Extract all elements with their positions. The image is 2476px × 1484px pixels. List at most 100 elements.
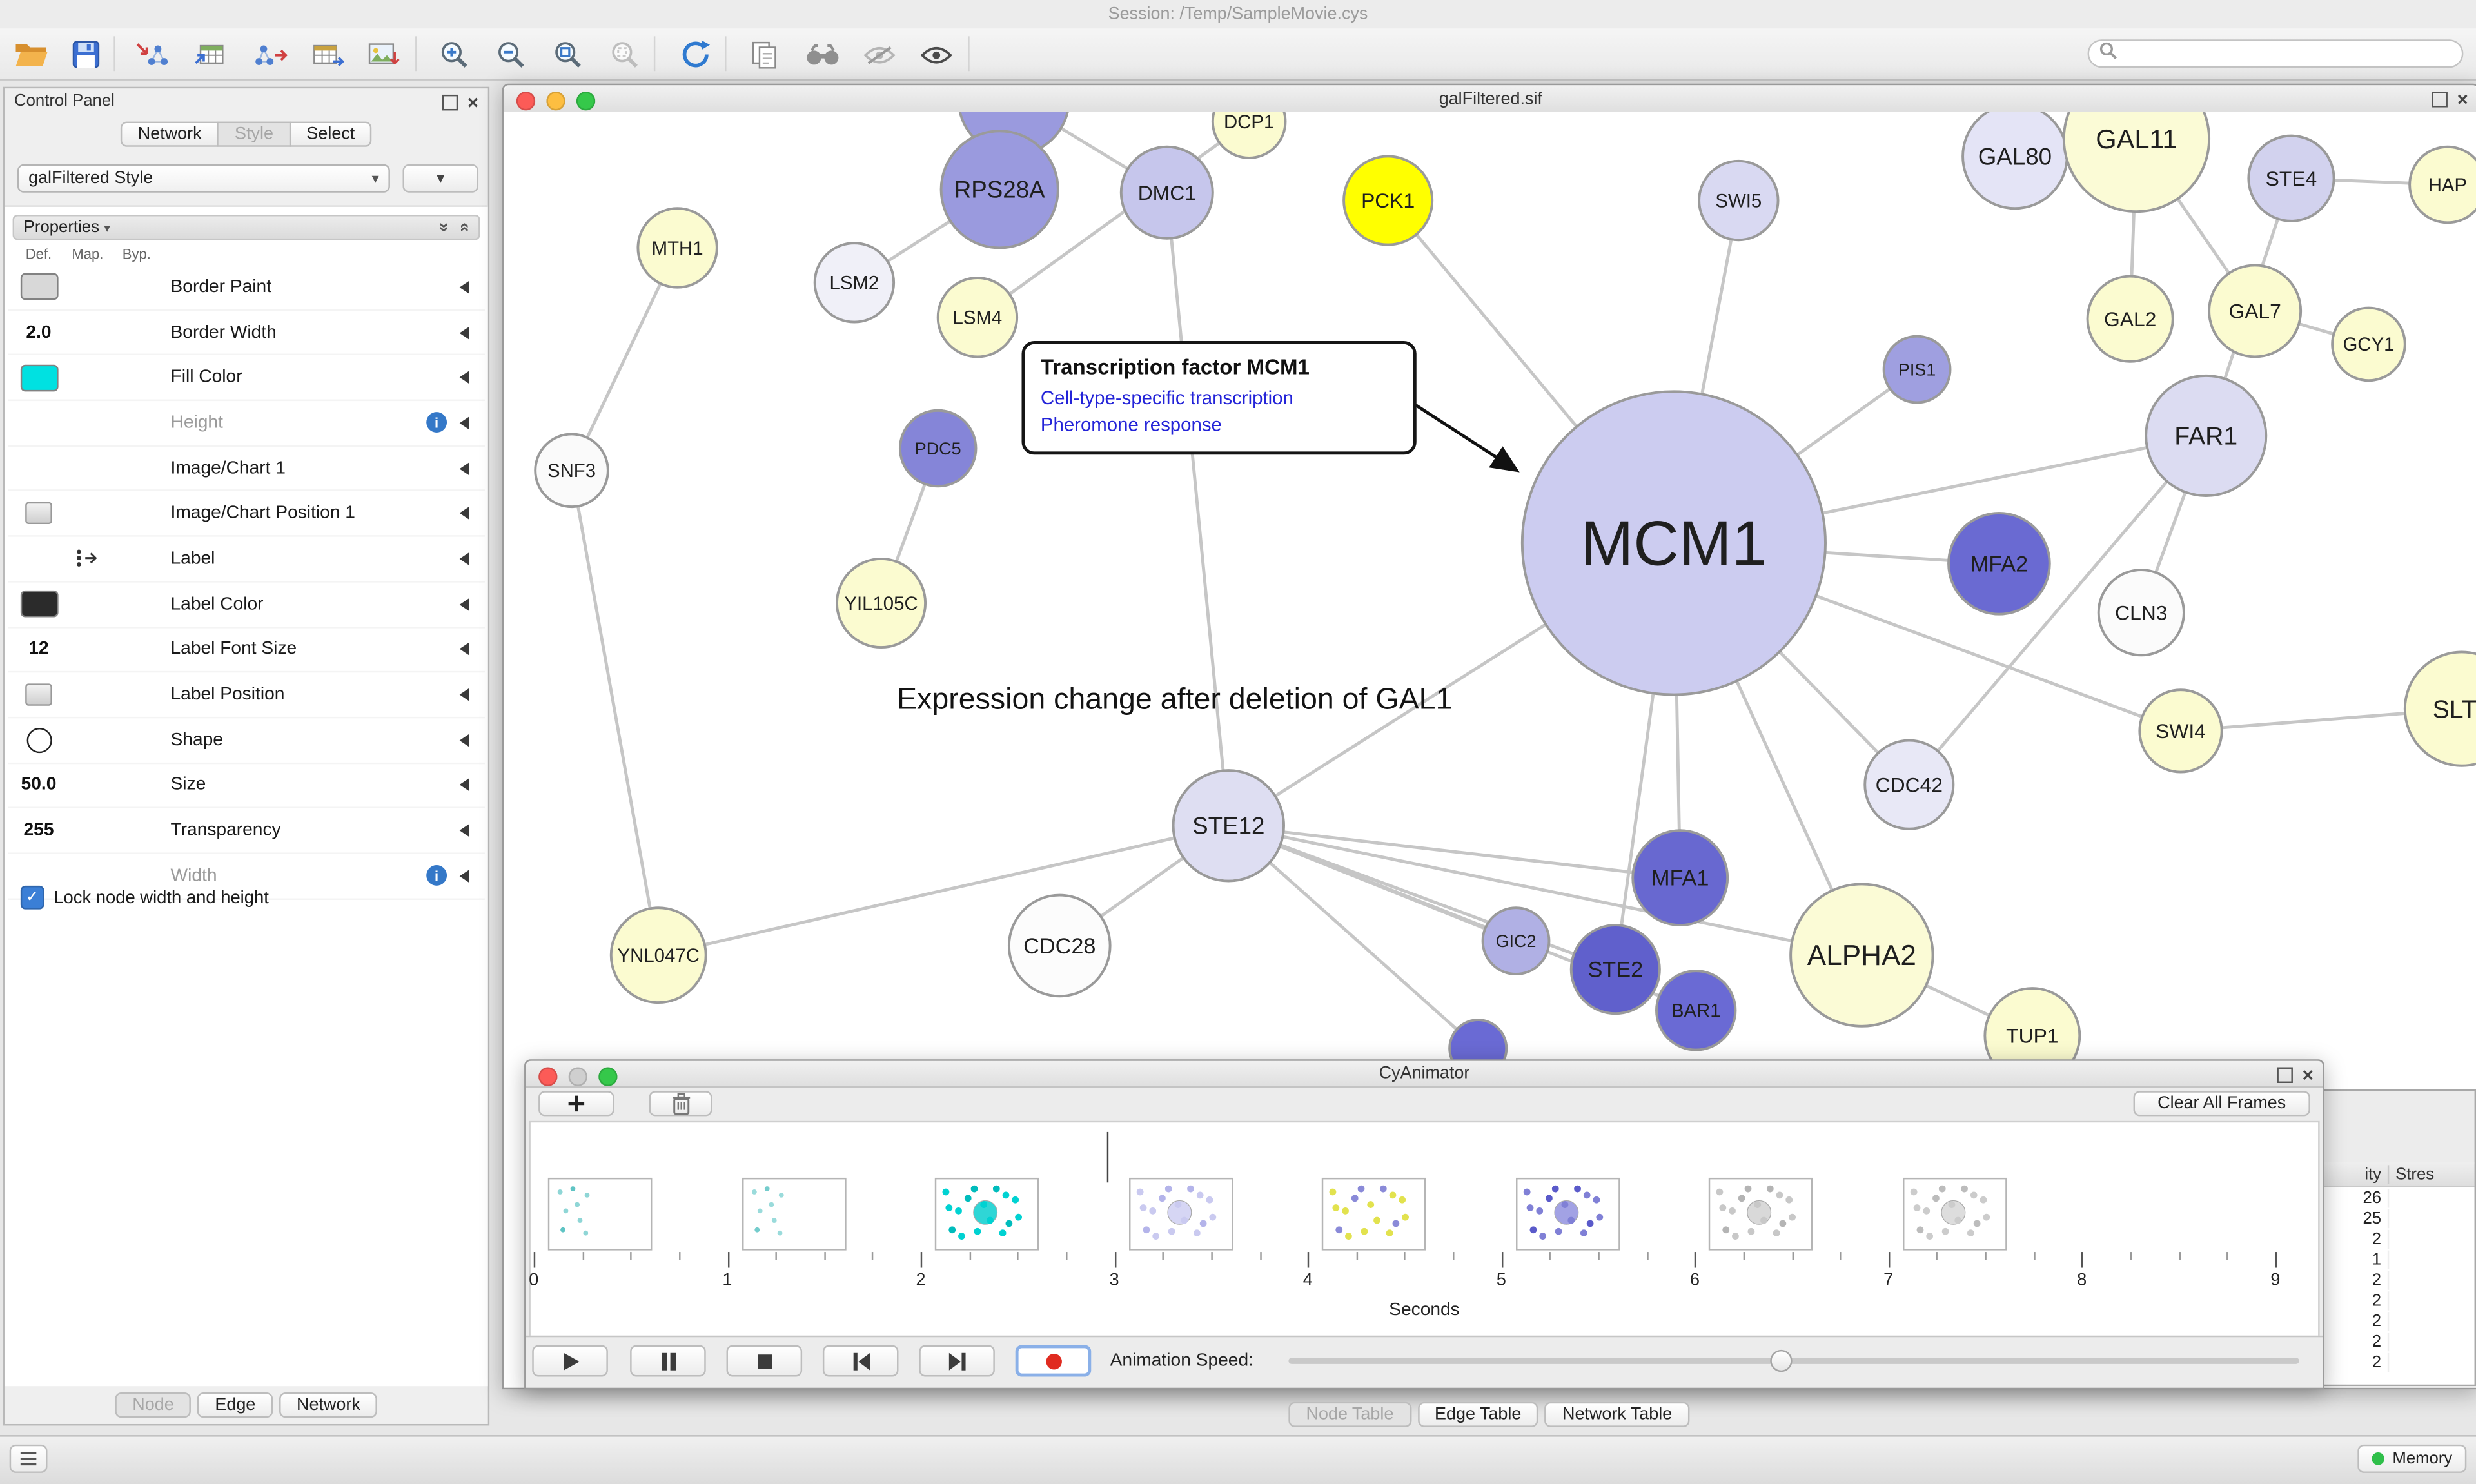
- zoom-fit-icon[interactable]: [546, 38, 587, 71]
- network-graph[interactable]: RPS28BRPS28ADCP1DMC1PCK1SWI5GAL80GAL11ST…: [504, 112, 2476, 1388]
- table-row[interactable]: 2: [2323, 1351, 2474, 1372]
- panel-tab-edge[interactable]: Edge: [197, 1392, 273, 1418]
- playhead[interactable]: [1106, 1131, 1109, 1183]
- table-cell[interactable]: 2: [2323, 1291, 2390, 1310]
- edge-STE12-MFA1[interactable]: [1228, 824, 1680, 880]
- network-window-titlebar[interactable]: galFiltered.sif ×: [504, 85, 2476, 114]
- expand-arrow-icon[interactable]: [459, 280, 469, 294]
- default-value-cell[interactable]: 255: [14, 821, 63, 840]
- hide-details-icon[interactable]: [859, 38, 900, 71]
- export-table-icon[interactable]: [308, 38, 349, 71]
- panel-tab-node[interactable]: Node: [115, 1392, 192, 1418]
- expand-arrow-icon[interactable]: [459, 416, 469, 429]
- save-session-icon[interactable]: [64, 38, 106, 71]
- property-row-image-chart-1[interactable]: Image/Chart 1: [8, 446, 485, 492]
- speed-slider[interactable]: [1288, 1349, 2299, 1372]
- go-to-start-button[interactable]: [822, 1345, 899, 1377]
- frame-thumbnail-5[interactable]: [1515, 1177, 1620, 1251]
- frame-thumbnail-4[interactable]: [1322, 1177, 1426, 1251]
- speed-slider-knob[interactable]: [1770, 1349, 1793, 1372]
- table-tab-node-table[interactable]: Node Table: [1288, 1401, 1411, 1427]
- property-row-image-chart-position-1[interactable]: Image/Chart Position 1: [8, 492, 485, 537]
- open-session-icon[interactable]: [11, 38, 52, 71]
- maximize-traffic-light-icon[interactable]: [598, 1067, 618, 1086]
- mapping-cell[interactable]: [63, 549, 112, 569]
- zoom-out-icon[interactable]: [489, 38, 531, 71]
- edge-FAR1-CDC42[interactable]: [1907, 434, 2208, 786]
- default-value-cell[interactable]: [14, 683, 63, 706]
- delete-frame-button[interactable]: [649, 1091, 712, 1117]
- play-button[interactable]: [532, 1345, 608, 1377]
- annotation-arrow[interactable]: [1406, 398, 1520, 473]
- frame-thumbnail-7[interactable]: [1902, 1177, 2007, 1251]
- table-cell[interactable]: 26: [2323, 1187, 2390, 1207]
- edge-SNF3-YNL047C[interactable]: [570, 470, 660, 956]
- export-image-icon[interactable]: [363, 38, 404, 71]
- node-HAP[interactable]: HAP: [2408, 145, 2476, 224]
- float-panel-icon[interactable]: [442, 94, 458, 111]
- add-frame-button[interactable]: [538, 1091, 614, 1117]
- default-value-cell[interactable]: [14, 364, 63, 391]
- frame-thumbnail-0[interactable]: [547, 1177, 653, 1251]
- node-GAL11[interactable]: GAL11: [2062, 112, 2211, 213]
- style-tab-network[interactable]: Network: [120, 121, 219, 147]
- float-window-icon[interactable]: [2432, 92, 2448, 108]
- node-SNF3[interactable]: SNF3: [534, 433, 609, 509]
- search-box[interactable]: [2087, 39, 2464, 68]
- minimize-traffic-light-icon[interactable]: [546, 92, 565, 111]
- lock-node-size-row[interactable]: ✓ Lock node width and height: [20, 885, 269, 910]
- node-STE12[interactable]: STE12: [1172, 769, 1285, 883]
- node-GAL2[interactable]: GAL2: [2086, 275, 2174, 363]
- frame-thumbnail-2[interactable]: [935, 1177, 1039, 1251]
- node-PCK1[interactable]: PCK1: [1342, 155, 1434, 246]
- table-row[interactable]: 1: [2323, 1249, 2474, 1269]
- default-value-cell[interactable]: [14, 502, 63, 525]
- node-CDC42[interactable]: CDC42: [1863, 739, 1955, 830]
- property-row-shape[interactable]: Shape: [8, 718, 485, 764]
- node-RPS28A[interactable]: RPS28A: [939, 130, 1059, 249]
- collapse-all-icon[interactable]: »: [434, 222, 453, 233]
- close-traffic-light-icon[interactable]: [538, 1067, 558, 1086]
- close-window-icon[interactable]: ×: [2457, 87, 2468, 110]
- panel-menu-button[interactable]: [9, 1444, 48, 1473]
- memory-button[interactable]: Memory: [2357, 1444, 2467, 1473]
- cyanimator-titlebar[interactable]: CyAnimator ×: [526, 1060, 2323, 1088]
- node-MCM1[interactable]: MCM1: [1520, 390, 1827, 696]
- default-value-cell[interactable]: 50.0: [14, 776, 63, 794]
- style-tab-style[interactable]: Style: [217, 121, 291, 147]
- column-header[interactable]: Stres: [2395, 1164, 2435, 1184]
- column-header[interactable]: ity: [2323, 1164, 2390, 1184]
- edge-STE12-ALPHA2[interactable]: [1228, 824, 1862, 957]
- search-input[interactable]: [2123, 39, 2462, 68]
- edge-DCP1-LSM4[interactable]: [976, 120, 1250, 319]
- node-MFA1[interactable]: MFA1: [1631, 829, 1729, 927]
- expand-arrow-icon[interactable]: [459, 824, 469, 837]
- go-to-end-button[interactable]: [919, 1345, 995, 1377]
- node-SLT2[interactable]: SLT2: [2403, 650, 2476, 767]
- table-row[interactable]: 2: [2323, 1331, 2474, 1351]
- text-annotation[interactable]: Expression change after deletion of GAL1: [897, 683, 1453, 717]
- style-options-button[interactable]: ▾: [402, 164, 479, 193]
- table-cell[interactable]: 2: [2323, 1229, 2390, 1248]
- float-window-icon[interactable]: [2277, 1067, 2293, 1084]
- default-value-cell[interactable]: [14, 591, 63, 618]
- node-LSM4[interactable]: LSM4: [936, 277, 1019, 358]
- style-selector[interactable]: galFiltered Style ▾: [17, 164, 390, 193]
- node-STE2[interactable]: STE2: [1569, 924, 1661, 1015]
- properties-header[interactable]: Properties ▾ » «: [12, 215, 480, 240]
- table-cell[interactable]: 2: [2323, 1270, 2390, 1289]
- expand-all-icon[interactable]: «: [455, 222, 474, 233]
- annotation-box[interactable]: Transcription factor MCM1 Cell-type-spec…: [1021, 340, 1417, 454]
- expand-arrow-icon[interactable]: [459, 507, 469, 520]
- frame-thumbnail-6[interactable]: [1709, 1177, 1814, 1251]
- table-row[interactable]: 2: [2323, 1269, 2474, 1290]
- show-details-icon[interactable]: [916, 38, 957, 71]
- node-CLN3[interactable]: CLN3: [2097, 569, 2185, 657]
- edge-STE12-YNL047C[interactable]: [658, 824, 1229, 957]
- expand-arrow-icon[interactable]: [459, 734, 469, 747]
